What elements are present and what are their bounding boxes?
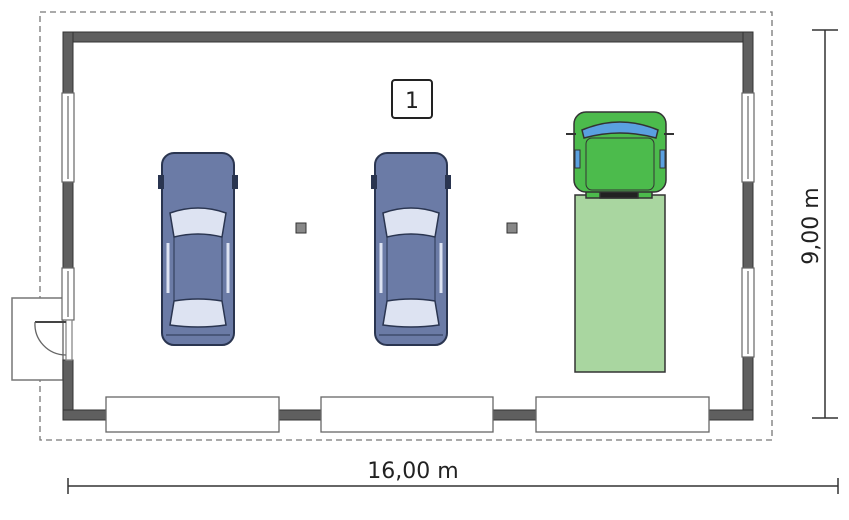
- windows: [61, 92, 755, 358]
- depth-dimension: [812, 29, 838, 419]
- column: [295, 222, 307, 234]
- room-number-box: [391, 79, 433, 119]
- truck-icon: [566, 111, 674, 373]
- garage-door-2: [320, 396, 494, 433]
- width-label: 16,00 m: [367, 459, 458, 484]
- width-dimension: [67, 478, 839, 494]
- car-icon: [369, 151, 453, 347]
- garage-doors: [105, 396, 710, 433]
- column: [506, 222, 518, 234]
- room-number: 1: [405, 89, 419, 114]
- roof-outline: [39, 11, 773, 441]
- entrance-porch: [11, 297, 64, 381]
- entrance-door: [34, 319, 73, 361]
- car-icon: [156, 151, 240, 347]
- garage-door-1: [105, 396, 280, 433]
- garage-door-3: [535, 396, 710, 433]
- depth-label: 9,00 m: [799, 187, 824, 264]
